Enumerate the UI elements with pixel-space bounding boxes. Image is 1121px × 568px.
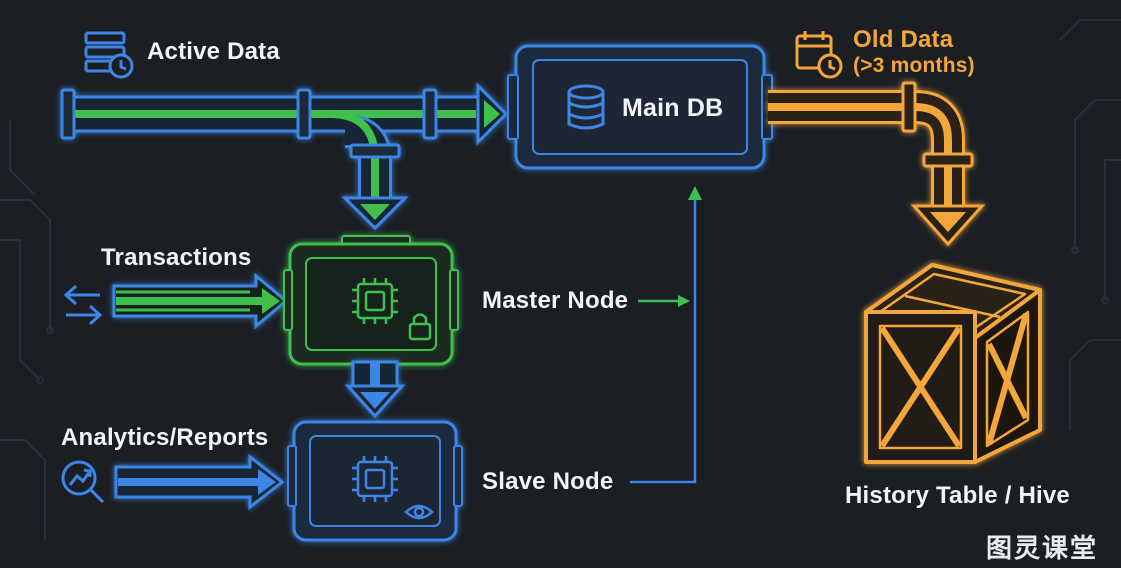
chip-icon: [352, 456, 398, 502]
crate-icon: [864, 263, 1042, 464]
analytics-reports-label: Analytics/Reports: [61, 424, 269, 451]
lock-icon: [408, 313, 432, 341]
slave-node-box: [287, 420, 463, 542]
history-table-label: History Table / Hive: [845, 482, 1070, 509]
old-data-label: Old Data: [853, 26, 954, 53]
watermark: 图灵课堂: [986, 534, 1099, 564]
circuit-traces: [0, 19, 1121, 540]
active-data-label: Active Data: [147, 38, 280, 65]
old-data-pipe: [768, 81, 986, 247]
analytics-magnifier-icon: [61, 460, 105, 504]
replication-connector: [630, 186, 702, 484]
transactions-label: Transactions: [101, 244, 252, 271]
eye-icon: [404, 504, 434, 520]
calendar-clock-icon: [795, 31, 843, 79]
old-data-note-label: (>3 months): [853, 54, 975, 77]
transactions-arrow: [112, 272, 289, 330]
main-db-box: [507, 44, 773, 170]
active-data-pipe: [60, 82, 509, 231]
server-clock-icon: [84, 31, 134, 79]
master-node-label: Master Node: [482, 287, 629, 314]
master-to-slave-arrow: [344, 360, 406, 419]
master-node-box: [283, 235, 459, 366]
database-icon: [567, 84, 605, 130]
slave-node-label: Slave Node: [482, 468, 614, 495]
chip-icon: [352, 278, 398, 324]
analytics-arrow: [114, 453, 285, 511]
main-db-label: Main DB: [622, 94, 724, 122]
transfer-arrows-icon: [63, 284, 103, 326]
